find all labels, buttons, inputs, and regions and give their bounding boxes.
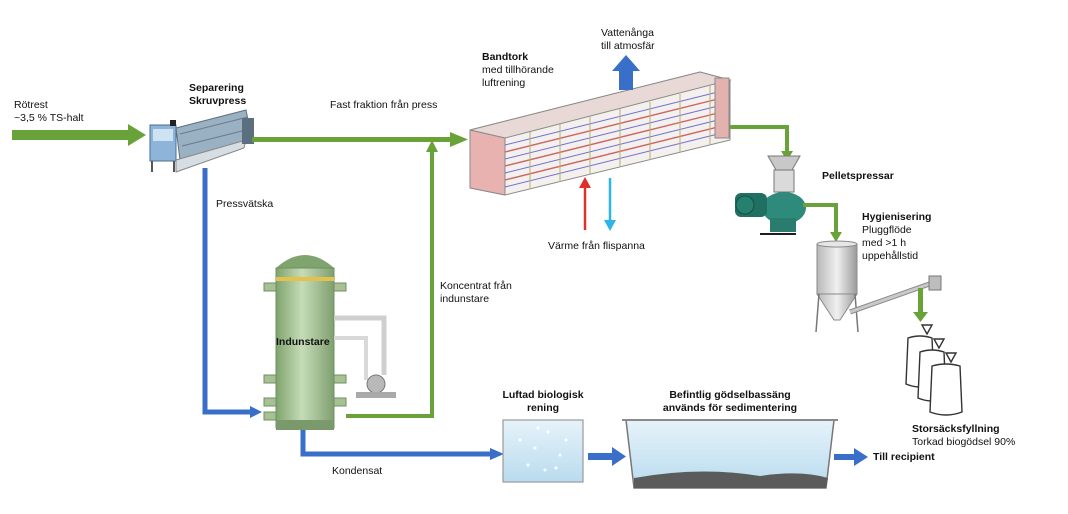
heat-return-arrow	[604, 178, 616, 231]
solid-fraction-flow	[252, 132, 468, 147]
solid-fraction-label: Fast fraktion från press	[330, 99, 438, 111]
screw-press-title: Skruvpress	[189, 95, 247, 107]
pellet-press-icon	[735, 155, 806, 235]
silo-icon	[815, 240, 942, 333]
silo-outlet-flow	[913, 288, 928, 322]
pellet-outlet-flow	[803, 203, 842, 242]
belt-dryer-icon	[469, 71, 732, 196]
press-liquid-label: Pressvätska	[216, 198, 274, 210]
big-bag-subtitle: Torkad biogödsel 90%	[912, 436, 1016, 448]
screw-press-icon	[149, 109, 254, 173]
basin-title: Befintlig gödselbassäng	[669, 389, 791, 401]
hygienisation-sub3: uppehållstid	[862, 250, 919, 262]
big-bag-icon	[905, 324, 963, 416]
inlet-arrow	[12, 124, 146, 146]
vapour-dest-label: till atmosfär	[601, 40, 655, 52]
evaporator-icon	[263, 255, 387, 430]
recipient-label: Till recipient	[873, 451, 935, 463]
ts-content-label: ~3,5 % TS-halt	[14, 112, 84, 124]
belt-dryer-sub1: med tillhörande	[482, 64, 554, 76]
condensate-flow	[300, 430, 504, 460]
aeration-outlet-flow	[588, 447, 626, 466]
concentrate-label: Koncentrat från	[440, 280, 512, 292]
heat-label: Värme från flispanna	[548, 240, 645, 252]
aeration-title-2: rening	[526, 402, 560, 414]
aeration-tank-icon	[502, 419, 584, 483]
rotrest-label: Rötrest	[14, 99, 48, 111]
hygienisation-title: Hygienisering	[862, 211, 932, 223]
sedimentation-basin-icon	[622, 419, 838, 489]
concentrate-source-label: indunstare	[440, 293, 490, 305]
basin-subtitle: används för sedimentering	[662, 402, 798, 414]
hygienisation-sub1: Pluggflöde	[862, 224, 912, 236]
pump-icon	[356, 374, 396, 398]
vapour-arrow	[612, 55, 640, 90]
belt-dryer-sub2: luftrening	[482, 77, 526, 89]
condensate-label: Kondensat	[332, 465, 383, 477]
hygienisation-sub2: med >1 h	[862, 237, 907, 249]
pellet-press-title: Pelletspressar	[822, 170, 894, 182]
vapour-label: Vattenånga	[601, 27, 654, 39]
separation-title: Separering	[189, 82, 244, 94]
evaporator-title: Indunstare	[276, 336, 330, 348]
aeration-title: Luftad biologisk	[502, 389, 584, 401]
concentrate-flow	[346, 140, 438, 418]
recipient-outlet-flow	[834, 448, 868, 466]
belt-dryer-title: Bandtork	[482, 51, 529, 63]
heat-supply-arrow	[579, 177, 591, 230]
press-liquid-flow	[202, 168, 262, 418]
big-bag-title: Storsäcksfyllning	[912, 423, 1000, 435]
